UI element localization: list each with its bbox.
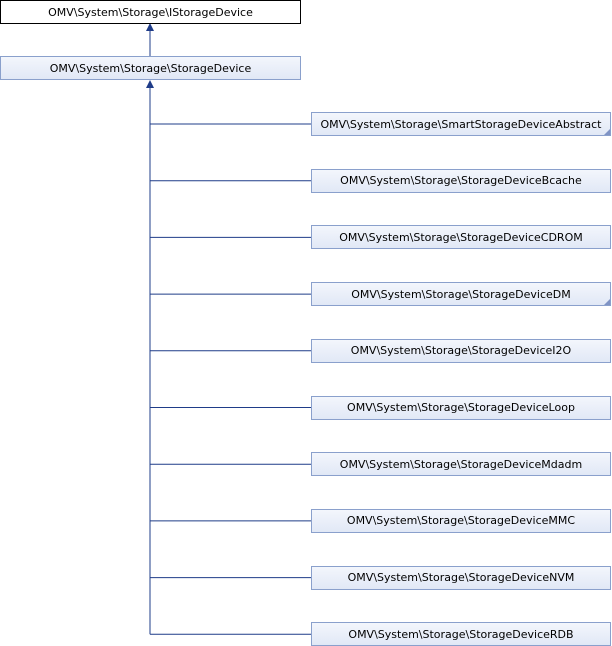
arrowhead-interface <box>146 23 154 31</box>
node-label: OMV\System\Storage\StorageDeviceCDROM <box>339 230 583 244</box>
node-subclass[interactable]: OMV\System\Storage\StorageDeviceCDROM <box>311 225 611 250</box>
node-subclass[interactable]: OMV\System\Storage\StorageDeviceI2O <box>311 338 611 363</box>
node-istoragedevice[interactable]: OMV\System\Storage\IStorageDevice <box>0 0 301 24</box>
node-subclass[interactable]: OMV\System\Storage\StorageDeviceLoop <box>311 395 611 420</box>
node-storagedevice[interactable]: OMV\System\Storage\StorageDevice <box>0 56 301 80</box>
node-label: OMV\System\Storage\StorageDeviceMdadm <box>339 457 583 471</box>
node-label: OMV\System\Storage\StorageDeviceNVM <box>347 571 575 585</box>
more-subclasses-corner-icon <box>604 129 610 135</box>
node-label: OMV\System\Storage\StorageDevice <box>49 61 252 75</box>
node-label: OMV\System\Storage\StorageDeviceBcache <box>340 174 582 188</box>
node-subclass[interactable]: OMV\System\Storage\StorageDeviceMdadm <box>311 452 611 477</box>
node-label: OMV\System\Storage\IStorageDevice <box>48 5 253 19</box>
node-subclass[interactable]: OMV\System\Storage\StorageDeviceNVM <box>311 565 611 590</box>
node-subclass[interactable]: OMV\System\Storage\StorageDeviceDM <box>311 282 611 307</box>
more-subclasses-corner-icon <box>604 299 610 306</box>
node-label: OMV\System\Storage\SmartStorageDeviceAbs… <box>320 117 602 131</box>
node-label: OMV\System\Storage\StorageDeviceLoop <box>347 401 575 414</box>
node-label: OMV\System\Storage\StorageDeviceDM <box>351 287 571 301</box>
node-label: OMV\System\Storage\StorageDeviceRDB <box>348 627 574 641</box>
node-subclass[interactable]: OMV\System\Storage\StorageDeviceRDB <box>311 622 611 646</box>
arrowhead-base <box>146 80 154 88</box>
node-label: OMV\System\Storage\StorageDeviceI2O <box>350 344 572 358</box>
node-subclass[interactable]: OMV\System\Storage\SmartStorageDeviceAbs… <box>311 112 611 136</box>
node-subclass[interactable]: OMV\System\Storage\StorageDeviceMMC <box>311 508 611 533</box>
node-subclass[interactable]: OMV\System\Storage\StorageDeviceBcache <box>311 168 611 193</box>
node-label: OMV\System\Storage\StorageDeviceMMC <box>346 514 576 528</box>
